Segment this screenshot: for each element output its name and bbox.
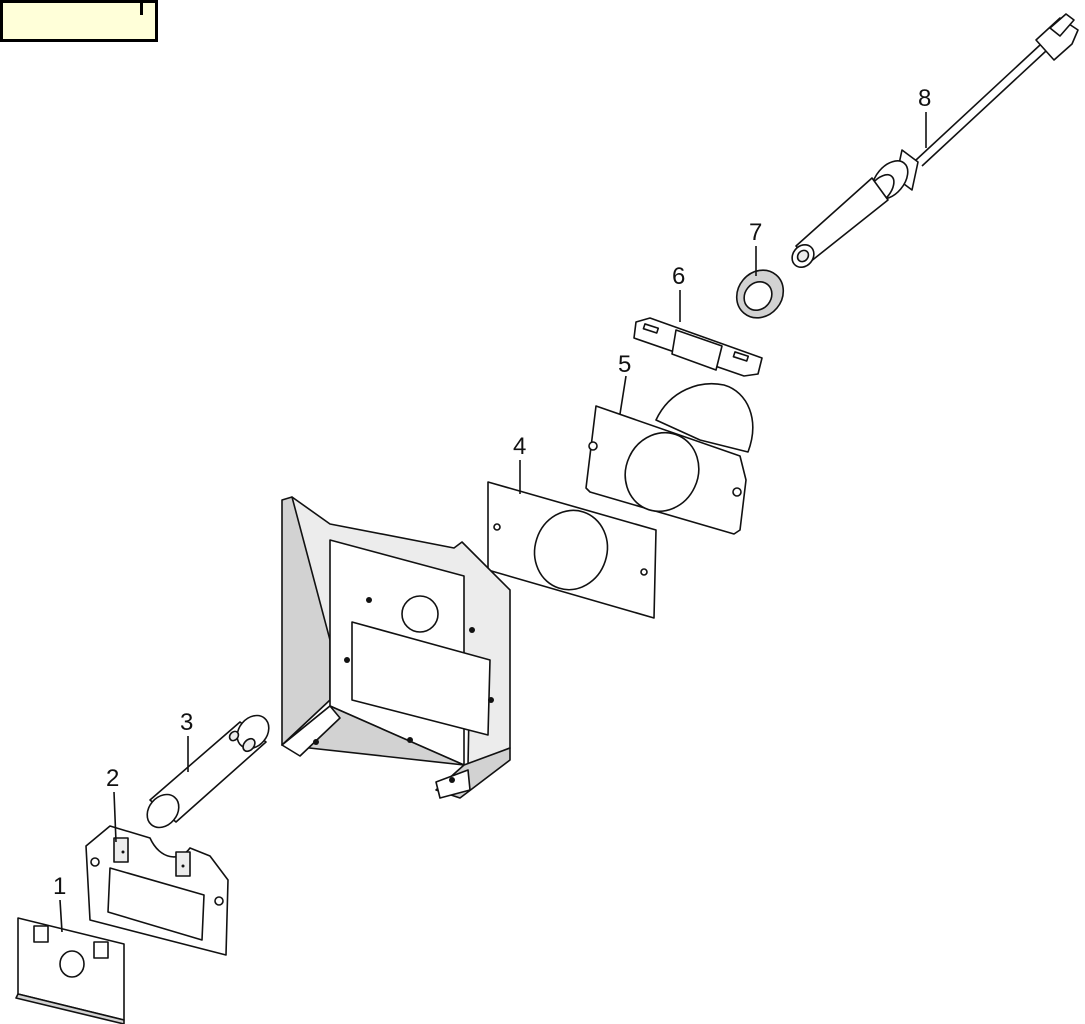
part-2-gasket-frame [85, 825, 229, 956]
callout-6: 6 [672, 263, 685, 290]
callout-1: 1 [53, 873, 66, 900]
main-housing [281, 496, 511, 799]
leader-5 [619, 375, 627, 415]
leader-lines [59, 112, 927, 933]
reference-box [0, 0, 158, 42]
part-6-small-gasket [633, 317, 763, 377]
callout-4: 4 [513, 433, 526, 460]
part-8-glow-plug [791, 13, 1079, 269]
callout-2: 2 [106, 765, 119, 792]
callout-8: 8 [918, 85, 931, 112]
part-5-flange [585, 383, 754, 535]
callout-numbers: 8 7 6 5 4 3 2 1 [53, 85, 931, 900]
callout-7: 7 [749, 219, 762, 246]
part-7-grommet [735, 269, 785, 319]
callout-3: 3 [180, 709, 193, 736]
reference-box-mark [140, 3, 143, 15]
leader-2 [113, 791, 117, 843]
part-3-tube [146, 714, 270, 829]
leader-1 [59, 899, 63, 933]
part-1-cover-plate [15, 917, 125, 1024]
part-4-flat-gasket [487, 481, 657, 619]
callout-5: 5 [618, 351, 631, 378]
